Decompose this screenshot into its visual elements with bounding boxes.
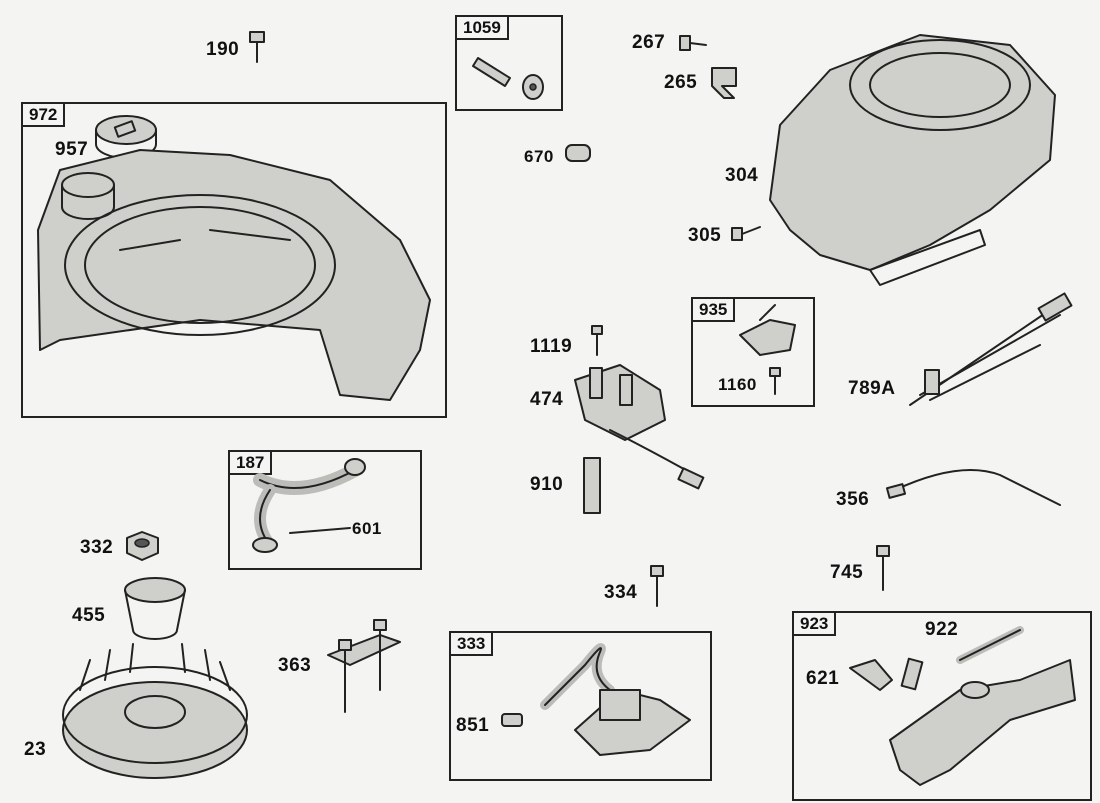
label-601: 601 [352, 519, 382, 538]
clip-851-drawing [501, 713, 523, 727]
part-group-972: 972 [21, 102, 447, 418]
label-789a: 789A [848, 378, 896, 399]
clip-265-drawing [711, 67, 737, 99]
bracket-935-drawing [739, 304, 796, 356]
label-957: 957 [55, 139, 89, 160]
part-group-923: 923 [792, 611, 1092, 801]
screw-1119-drawing [591, 325, 603, 356]
spacer-910-drawing [583, 457, 601, 514]
part-group-972-tag: 972 [23, 104, 66, 127]
flywheel-23-drawing [62, 643, 248, 779]
nut-332-drawing [126, 531, 159, 561]
control-923-drawing [889, 657, 1076, 786]
link-621-drawing [849, 659, 893, 691]
sleeve-670-drawing [565, 144, 591, 162]
label-1119: 1119 [530, 336, 573, 357]
label-474: 474 [530, 389, 564, 410]
label-1160: 1160 [718, 375, 757, 394]
part-group-333-tag: 333 [451, 633, 494, 656]
coil-333-drawing [540, 643, 691, 756]
switch-474-drawing [574, 364, 705, 490]
screw-190-drawing [249, 31, 265, 63]
label-334: 334 [604, 582, 638, 603]
label-922: 922 [925, 619, 959, 640]
part-group-187-tag: 187 [230, 452, 273, 475]
part-group-935: 935 [691, 297, 815, 407]
spring-922-drawing [956, 626, 1024, 664]
screw-267-drawing [679, 35, 707, 51]
label-265: 265 [664, 72, 698, 93]
harness-789a-drawing [909, 292, 1073, 406]
label-23: 23 [24, 739, 47, 760]
part-group-935-tag: 935 [693, 299, 736, 322]
part-group-1059: 1059 [455, 15, 563, 111]
part-group-923-tag: 923 [794, 613, 837, 636]
screw-334-drawing [650, 565, 664, 607]
label-363: 363 [278, 655, 312, 676]
bracket-363-drawing [327, 619, 401, 713]
label-305: 305 [688, 225, 722, 246]
label-910: 910 [530, 474, 564, 495]
label-621: 621 [806, 668, 840, 689]
screw-305-drawing [731, 226, 761, 241]
screw-745-drawing [876, 545, 890, 591]
label-304: 304 [725, 165, 759, 186]
part-group-187: 187 [228, 450, 422, 570]
label-356: 356 [836, 489, 870, 510]
housing-972-drawing [37, 149, 431, 401]
label-332: 332 [80, 537, 114, 558]
label-455: 455 [72, 605, 106, 626]
shroud-304-drawing [769, 34, 1056, 286]
label-190: 190 [206, 39, 240, 60]
wire-356-drawing [885, 469, 1061, 506]
screw-1160-drawing [769, 367, 781, 395]
bolt-1059-drawing [472, 57, 544, 100]
label-267: 267 [632, 32, 666, 53]
part-group-333: 333 [449, 631, 712, 781]
cap-957-drawing [95, 115, 157, 159]
label-670: 670 [524, 147, 554, 166]
label-851: 851 [456, 715, 490, 736]
label-745: 745 [830, 562, 864, 583]
cup-455-drawing [124, 577, 186, 640]
part-group-1059-tag: 1059 [457, 17, 509, 40]
hose-187-drawing [252, 458, 366, 553]
